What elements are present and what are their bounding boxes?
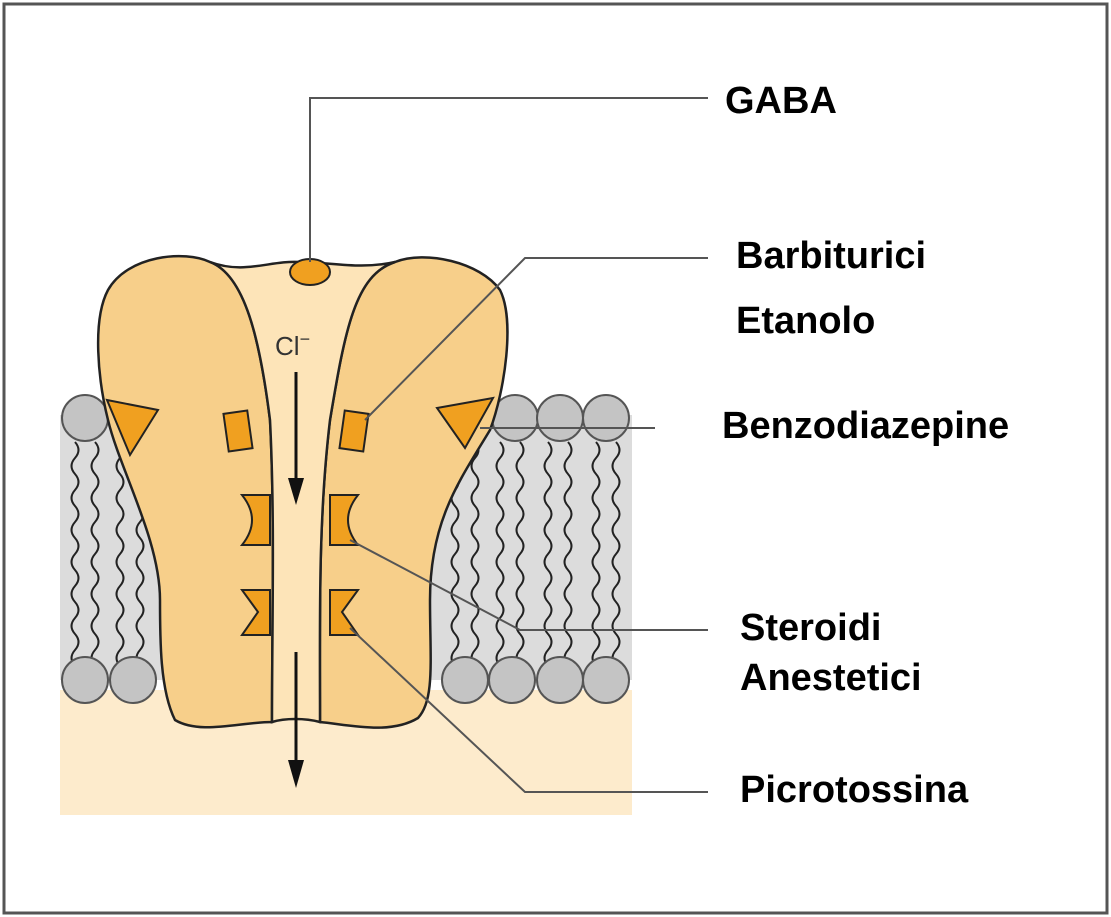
label-benzodiazepine: Benzodiazepine — [722, 405, 1009, 447]
barbiturate-site-right — [339, 411, 368, 452]
label-barbiturici: Barbiturici — [736, 235, 926, 277]
barbiturate-site-left — [223, 411, 252, 452]
label-steroidi: Steroidi — [740, 607, 881, 649]
label-gaba: GABA — [725, 80, 837, 122]
gaba-binding-site — [290, 259, 330, 285]
label-etanolo: Etanolo — [736, 300, 875, 342]
label-picrotossina: Picrotossina — [740, 769, 969, 811]
label-anestetici: Anestetici — [740, 657, 922, 699]
